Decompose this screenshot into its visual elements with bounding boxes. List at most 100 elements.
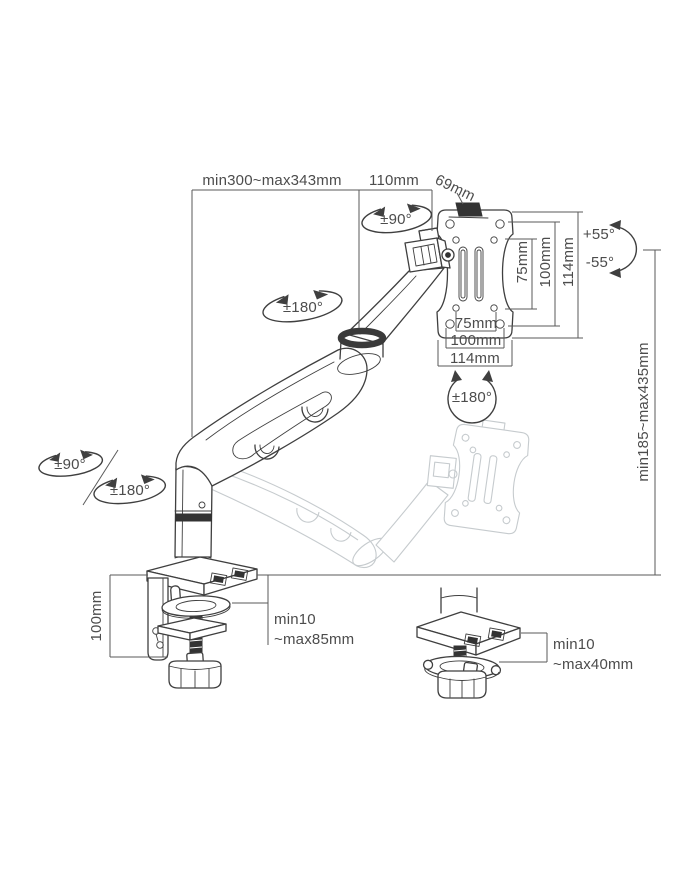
dim-vesa-h75 bbox=[455, 312, 497, 332]
tab-flange bbox=[448, 216, 489, 219]
label-clamp-max: ~max85mm bbox=[274, 631, 354, 648]
ghost-plate-slot bbox=[483, 455, 498, 505]
tilt-arrow bbox=[609, 220, 638, 278]
ghost-plate-hole bbox=[469, 446, 477, 454]
knob-lip bbox=[437, 676, 487, 681]
elbow-cup-opening bbox=[337, 353, 381, 375]
label-tilt-down: -55° bbox=[586, 254, 614, 271]
label-pole-height: 100mm bbox=[88, 590, 105, 641]
label-top-reach: min300~max343mm bbox=[202, 172, 341, 189]
lower-arm-outline bbox=[175, 347, 368, 487]
grommet-mount bbox=[416, 587, 521, 699]
label-vesa-v100: 100mm bbox=[537, 236, 554, 287]
label-vesa-h75: 75mm bbox=[455, 315, 497, 332]
label-tilt-up: +55° bbox=[583, 226, 615, 243]
tilt-hinge-screw-center bbox=[445, 252, 451, 258]
ghost-cable-clip bbox=[296, 507, 320, 523]
grommet-stub-seam bbox=[440, 595, 478, 599]
clamp-lower-pad-right bbox=[189, 623, 227, 641]
grommet-pole-stub bbox=[440, 587, 478, 614]
vesa-hole bbox=[445, 219, 455, 229]
label-vesa-rotate: ±180° bbox=[452, 389, 492, 406]
label-vesa-swivel: ±90° bbox=[380, 211, 412, 228]
vesa-swivel-arrow bbox=[361, 203, 433, 234]
ghost-lower-arm bbox=[210, 462, 377, 569]
label-elbow-rotation: ±180° bbox=[283, 299, 323, 316]
dim-grommet-thickness bbox=[499, 632, 548, 663]
desk-clamp bbox=[147, 577, 231, 689]
pole-screw bbox=[198, 501, 206, 509]
clamp-base bbox=[146, 556, 258, 596]
label-vesa-h114: 114mm bbox=[450, 350, 500, 367]
keyhole-slot bbox=[156, 641, 164, 649]
head-cap-edge bbox=[418, 227, 438, 232]
knob-ribs bbox=[180, 668, 210, 689]
base-swivel-arrow bbox=[38, 449, 104, 477]
vesa-hole bbox=[452, 236, 460, 244]
ghost-plate-hole bbox=[502, 516, 511, 525]
label-grommet-max: ~max40mm bbox=[553, 656, 633, 673]
ghost-cable-clip bbox=[330, 527, 352, 542]
lower-arm-crease bbox=[205, 361, 335, 441]
lower-arm-slot bbox=[232, 391, 332, 460]
cable-clip-inner bbox=[259, 444, 275, 454]
usb-port bbox=[209, 572, 228, 586]
cable-clip bbox=[301, 406, 329, 423]
label-top-depth: 69mm bbox=[432, 171, 478, 205]
cable-clip bbox=[254, 444, 280, 460]
label-grommet-min: min10 bbox=[553, 636, 595, 653]
label-clamp-min: min10 bbox=[274, 611, 316, 628]
vesa-slot-inner bbox=[460, 249, 466, 299]
ghost-hinge-screw bbox=[448, 469, 458, 479]
elbow-rotation-arrow bbox=[262, 289, 343, 323]
head-release-mech bbox=[412, 243, 438, 267]
elbow-rotation-band bbox=[337, 327, 387, 349]
ghost-head-box bbox=[426, 455, 457, 489]
dimension-lines bbox=[82, 189, 661, 663]
dim-vesa-h100 bbox=[445, 328, 505, 349]
riser-pole bbox=[174, 465, 213, 559]
ring-outer bbox=[161, 595, 231, 617]
ghost-plate-hole bbox=[495, 504, 503, 512]
rotation-markers bbox=[38, 203, 638, 505]
dim-vesa-h114 bbox=[437, 340, 513, 367]
vesa-rotate-arrow bbox=[447, 370, 497, 424]
ghost-plate-hole bbox=[513, 441, 521, 449]
quick-release-tab bbox=[455, 202, 483, 217]
base-rotation-slash bbox=[82, 449, 119, 506]
knob-ribs bbox=[449, 678, 475, 699]
pole-ring-band bbox=[175, 513, 212, 522]
pole-body bbox=[174, 465, 213, 558]
vesa-hole bbox=[445, 319, 455, 329]
dim-pole-height bbox=[109, 574, 168, 658]
label-vesa-v114: 114mm bbox=[560, 237, 577, 287]
ghost-plate-slot bbox=[467, 452, 482, 502]
ghost-arm-crease bbox=[220, 471, 359, 541]
vesa-head bbox=[404, 227, 455, 273]
head-mech-lines bbox=[420, 245, 432, 266]
ghost-arm-lowered-position bbox=[210, 419, 530, 569]
ghost-plate-hole bbox=[461, 433, 470, 442]
ghost-vesa-plate bbox=[443, 419, 530, 535]
label-base-swivel: ±90° bbox=[54, 456, 86, 473]
vesa-hole bbox=[495, 219, 505, 229]
upper-arm-assembly bbox=[337, 267, 445, 360]
knob-lip bbox=[168, 665, 222, 670]
flange-ear bbox=[422, 659, 434, 670]
label-vesa-v75: 75mm bbox=[514, 241, 531, 283]
label-height-range: min185~max435mm bbox=[635, 342, 652, 481]
flange-ear bbox=[490, 665, 502, 676]
label-top-offset: 110mm bbox=[369, 172, 419, 189]
label-base-rotation: ±180° bbox=[110, 482, 150, 499]
ghost-upper-arm bbox=[375, 480, 449, 563]
usb-port bbox=[230, 567, 249, 581]
usb-port bbox=[487, 627, 506, 641]
ghost-plate-hole bbox=[462, 500, 469, 507]
vesa-slot bbox=[458, 246, 468, 302]
ghost-plate-hole bbox=[503, 451, 510, 458]
base-rotation-arrow bbox=[93, 474, 167, 505]
dim-vesa-v114 bbox=[512, 211, 583, 339]
lower-gas-spring-arm bbox=[175, 347, 381, 487]
cable-clip-inner bbox=[306, 406, 324, 417]
